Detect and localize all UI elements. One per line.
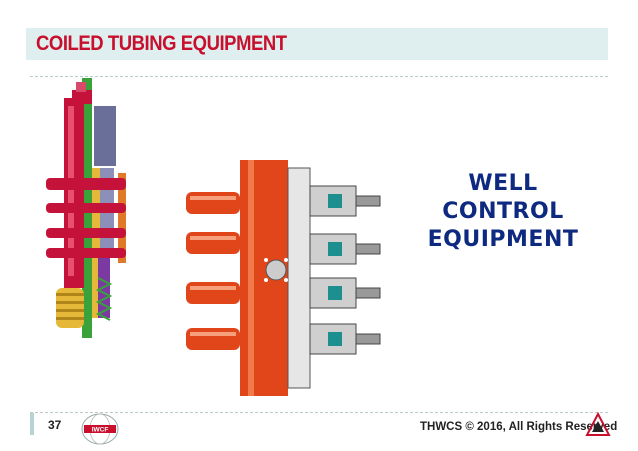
- logo-text: IWCF: [92, 427, 109, 434]
- slide-title: COILED TUBING EQUIPMENT: [36, 32, 287, 55]
- warning-triangle-icon: [585, 412, 611, 436]
- stripper-assembly-illustration: [46, 78, 126, 338]
- heading-line-2: CONTROL: [442, 199, 564, 224]
- footer-accent-bar: [30, 413, 34, 435]
- top-divider: [30, 76, 608, 77]
- title-bar: COILED TUBING EQUIPMENT: [26, 28, 608, 60]
- bottom-divider: [30, 412, 608, 413]
- page-number: 37: [48, 418, 62, 432]
- well-control-heading: WELL CONTROL EQUIPMENT: [418, 170, 588, 254]
- heading-line-1: WELL: [468, 171, 538, 196]
- iwcf-logo-icon: IWCF: [81, 413, 119, 445]
- copyright-notice: THWCS © 2016, All Rights Reserved: [420, 421, 618, 433]
- bop-stack-illustration: [186, 160, 381, 396]
- heading-line-3: EQUIPMENT: [427, 227, 579, 252]
